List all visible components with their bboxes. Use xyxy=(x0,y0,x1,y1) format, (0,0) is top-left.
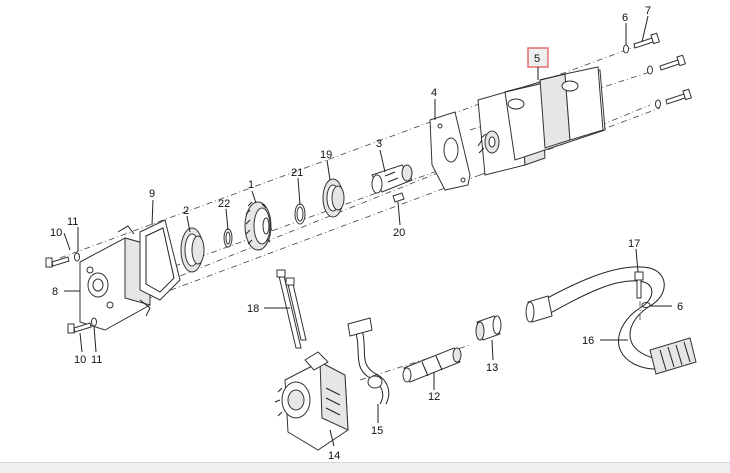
part-17-bolt[interactable] xyxy=(634,271,644,299)
part-1-gear[interactable] xyxy=(244,201,273,251)
part-5-hydraulic-pump[interactable] xyxy=(477,66,606,176)
callout-14: 14 xyxy=(328,450,340,462)
callout-11-top: 11 xyxy=(67,216,78,228)
part-10-bolts[interactable] xyxy=(45,256,92,334)
part-16-hose[interactable] xyxy=(525,266,697,375)
part-13-fitting[interactable] xyxy=(475,315,502,341)
callout-19: 19 xyxy=(320,149,332,161)
part-21-snap-ring[interactable] xyxy=(294,203,306,225)
callout-6-right: 6 xyxy=(677,301,683,313)
callout-16: 16 xyxy=(582,335,594,347)
callout-13: 13 xyxy=(486,362,498,374)
part-12-sleeve[interactable] xyxy=(402,347,462,383)
part-14-pump[interactable] xyxy=(274,351,349,451)
part-2-bearing[interactable] xyxy=(180,227,205,273)
callout-21: 21 xyxy=(291,167,303,179)
callout-15: 15 xyxy=(371,425,383,437)
callout-8: 8 xyxy=(52,286,58,298)
part-11-washers[interactable] xyxy=(74,252,97,327)
callout-2: 2 xyxy=(183,205,189,217)
callout-5: 5 xyxy=(534,53,540,65)
callout-7: 7 xyxy=(645,5,651,17)
callout-4: 4 xyxy=(431,87,437,99)
callout-22: 22 xyxy=(218,198,230,210)
bottom-scroll-bar[interactable] xyxy=(0,462,730,473)
part-19-bearing[interactable] xyxy=(322,178,345,218)
callout-12: 12 xyxy=(428,391,440,403)
callout-labels: 5 4 6 7 3 19 21 1 22 2 9 20 10 11 8 10 1… xyxy=(50,5,683,462)
part-22-ring[interactable] xyxy=(223,228,233,248)
part-18-studs[interactable] xyxy=(276,269,307,349)
part-6-washers[interactable] xyxy=(623,44,661,308)
callout-10-top: 10 xyxy=(50,227,62,239)
exploded-parts-diagram: 5 4 6 7 3 19 21 1 22 2 9 20 10 11 8 10 1… xyxy=(45,5,697,462)
callout-11-bottom: 11 xyxy=(91,354,102,366)
callout-3: 3 xyxy=(376,138,382,150)
callout-10-bottom: 10 xyxy=(74,354,86,366)
callout-20: 20 xyxy=(393,227,405,239)
callout-6-top: 6 xyxy=(622,12,628,24)
part-9-gasket[interactable] xyxy=(139,219,181,301)
part-4-flange-gasket[interactable] xyxy=(429,111,471,191)
part-7-bolts[interactable] xyxy=(633,32,693,105)
callout-1: 1 xyxy=(248,179,254,191)
part-15-pipe[interactable] xyxy=(347,317,390,405)
callout-17: 17 xyxy=(628,238,640,250)
callout-18: 18 xyxy=(247,303,259,315)
leader-lines xyxy=(63,15,672,447)
callout-9: 9 xyxy=(149,188,155,200)
part-20-key[interactable] xyxy=(392,192,405,203)
part-3-coupling[interactable] xyxy=(371,164,413,194)
